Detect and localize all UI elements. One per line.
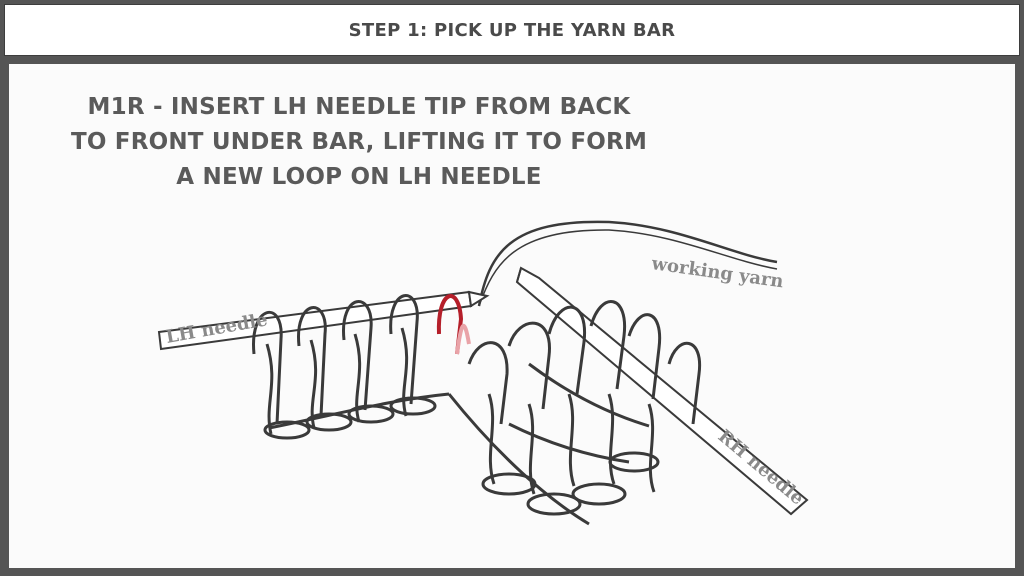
lh-stitches: [252, 294, 450, 440]
rh-needle: [515, 266, 809, 516]
instruction-line-2: TO FRONT UNDER BAR, LIFTING IT TO FORM: [70, 129, 648, 155]
illustration-panel: M1R - INSERT LH NEEDLE TIP FROM BACK TO …: [9, 64, 1015, 568]
working-yarn-strand: [477, 220, 778, 307]
knitting-illustration: LH needle working yarn RH needle: [157, 220, 809, 526]
rh-stitches: [447, 300, 702, 526]
instruction-line-3: A NEW LOOP ON LH NEEDLE: [176, 164, 542, 190]
title-bar: STEP 1: PICK UP THE YARN BAR: [4, 4, 1020, 56]
instruction-line-1: M1R - INSERT LH NEEDLE TIP FROM BACK: [87, 94, 631, 120]
step-title: STEP 1: PICK UP THE YARN BAR: [348, 19, 676, 41]
picked-up-yarn-bar: [436, 294, 464, 355]
instruction-text: M1R - INSERT LH NEEDLE TIP FROM BACK TO …: [9, 90, 709, 195]
rh-needle-label: RH needle: [714, 426, 808, 510]
